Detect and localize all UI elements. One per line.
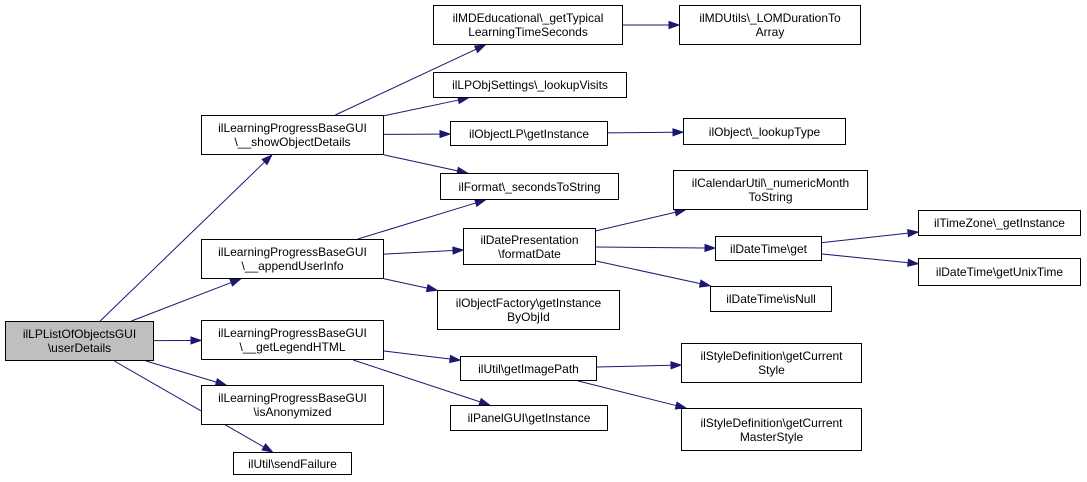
arrowhead <box>674 401 688 410</box>
arrowhead <box>704 243 717 253</box>
node-label-line: \userDetails <box>47 341 112 355</box>
node-seconds-to-string[interactable]: ilFormat\_secondsToString <box>440 173 619 200</box>
node-label-line: ilDateTime\isNull <box>726 292 816 306</box>
arrowhead <box>670 361 683 370</box>
arrowhead <box>229 278 242 287</box>
node-get-typical-learning-time-seconds[interactable]: ilMDEducational\_getTypical LearningTime… <box>433 5 623 45</box>
node-label-line: \formatDate <box>498 246 561 261</box>
arrowhead <box>425 283 439 293</box>
arrowhead <box>261 443 274 453</box>
node-get-unix-time[interactable]: ilDateTime\getUnixTime <box>918 258 1081 286</box>
call-edge <box>145 360 217 383</box>
call-edge <box>383 99 459 117</box>
call-edge <box>595 246 706 249</box>
node-label-line: ilStyleDefinition\getCurrent <box>700 349 843 363</box>
node-label-line: ilObjectLP\getInstance <box>468 126 590 141</box>
call-edges <box>99 20 920 453</box>
node-label-line: ilMDEducational\_getTypical <box>452 11 604 25</box>
node-date-time-get[interactable]: ilDateTime\get <box>715 236 822 261</box>
node-send-failure[interactable]: ilUtil\sendFailure <box>233 452 352 475</box>
node-label-line: ilLearningProgressBaseGUI <box>218 391 367 405</box>
call-edge <box>383 350 451 360</box>
call-edge <box>383 154 458 172</box>
node-lookup-type[interactable]: ilObject\_lookupType <box>683 118 846 145</box>
node-label-line: ilObjectFactory\getInstance <box>455 296 602 310</box>
node-get-current-style[interactable]: ilStyleDefinition\getCurrent Style <box>681 343 862 383</box>
node-label-line: ByObjId <box>507 310 550 324</box>
arrowhead <box>698 279 712 288</box>
call-edge <box>596 364 672 368</box>
call-edge <box>357 202 476 240</box>
node-label-line: ilUtil\getImagePath <box>478 361 579 376</box>
call-edge <box>114 360 265 448</box>
node-get-image-path[interactable]: ilUtil\getImagePath <box>460 356 597 381</box>
node-get-legend-html[interactable]: ilLearningProgressBaseGUI \__getLegendHT… <box>201 320 384 360</box>
node-label-line: ilDateTime\get <box>730 241 807 256</box>
arrowhead <box>261 153 273 166</box>
call-edge <box>335 48 477 116</box>
node-label-line: ilLearningProgressBaseGUI <box>218 245 367 259</box>
node-is-anonymized[interactable]: ilLearningProgressBaseGUI \isAnonymized <box>201 385 384 425</box>
call-edge <box>383 278 428 289</box>
node-label-line: \__appendUserInfo <box>241 259 344 273</box>
node-label-line: ilFormat\_secondsToString <box>458 179 601 194</box>
node-panel-get-instance[interactable]: ilPanelGUI\getInstance <box>450 405 608 431</box>
arrowhead <box>190 336 203 345</box>
node-label-line: ilStyleDefinition\getCurrent <box>700 415 843 430</box>
call-edge <box>578 380 677 407</box>
node-label-line: ilPanelGUI\getInstance <box>467 411 591 425</box>
node-object-lp-get-instance[interactable]: ilObjectLP\getInstance <box>450 121 608 146</box>
call-edge <box>821 253 909 264</box>
node-append-user-info[interactable]: ilLearningProgressBaseGUI \__appendUserI… <box>201 239 384 279</box>
node-label-line: ToString <box>748 190 793 204</box>
arrowhead <box>907 228 920 238</box>
node-label-line: ilDateTime\getUnixTime <box>935 265 1064 279</box>
node-get-current-master-style[interactable]: ilStyleDefinition\getCurrent MasterStyle <box>681 408 862 451</box>
node-label-line: ilUtil\sendFailure <box>248 456 337 471</box>
node-get-instance-by-obj-id[interactable]: ilObjectFactory\getInstance ByObjId <box>437 290 620 330</box>
arrowhead <box>672 128 685 137</box>
node-label-line: ilTimeZone\_getInstance <box>934 216 1065 230</box>
node-time-zone-get-instance[interactable]: ilTimeZone\_getInstance <box>918 210 1081 236</box>
node-label-line: \__showObjectDetails <box>234 135 351 149</box>
node-label-line: MasterStyle <box>739 429 804 444</box>
arrowhead <box>449 354 462 364</box>
node-label-line: ilCalendarUtil\_numericMonth <box>691 176 850 190</box>
node-label-line: ilMDUtils\_LOMDurationTo <box>699 11 841 25</box>
call-edge <box>595 260 701 285</box>
arrowhead <box>473 44 487 54</box>
call-edge <box>595 211 676 232</box>
node-root: ilLPListOfObjectsGUI \userDetails <box>5 321 154 361</box>
arrowhead <box>668 20 681 30</box>
node-label-line: \__getLegendHTML <box>239 340 346 354</box>
node-show-object-details[interactable]: ilLearningProgressBaseGUI \__showObjectD… <box>201 115 384 155</box>
arrowhead <box>907 258 920 267</box>
arrowhead <box>474 199 487 208</box>
node-label-line: ilLearningProgressBaseGUI <box>218 121 367 135</box>
node-lookup-visits[interactable]: ilLPObjSettings\_lookupVisits <box>433 72 627 98</box>
node-lom-duration-to-array[interactable]: ilMDUtils\_LOMDurationTo Array <box>679 5 861 45</box>
node-numeric-month-to-string[interactable]: ilCalendarUtil\_numericMonth ToString <box>673 170 868 210</box>
call-edge <box>131 282 232 322</box>
call-edge <box>383 250 454 255</box>
call-edge <box>99 161 265 322</box>
call-edge <box>352 359 481 403</box>
node-label-line: Style <box>758 363 785 377</box>
node-label-line: ilLPObjSettings\_lookupVisits <box>452 78 608 92</box>
node-date-time-is-null[interactable]: ilDateTime\isNull <box>710 286 832 312</box>
node-label-line: ilDatePresentation <box>480 232 579 247</box>
node-label-line: \isAnonymized <box>253 405 332 419</box>
call-edge <box>821 232 909 244</box>
arrowhead <box>452 246 465 255</box>
node-label-line: ilObject\_lookupType <box>708 124 821 139</box>
arrowhead <box>439 129 452 139</box>
node-label-line: ilLPListOfObjectsGUI <box>22 327 137 341</box>
node-format-date[interactable]: ilDatePresentation \formatDate <box>463 228 596 265</box>
call-edge <box>607 131 674 134</box>
node-label-line: LearningTimeSeconds <box>468 25 588 39</box>
node-label-line: Array <box>755 25 785 39</box>
node-label-line: ilLearningProgressBaseGUI <box>218 326 367 340</box>
